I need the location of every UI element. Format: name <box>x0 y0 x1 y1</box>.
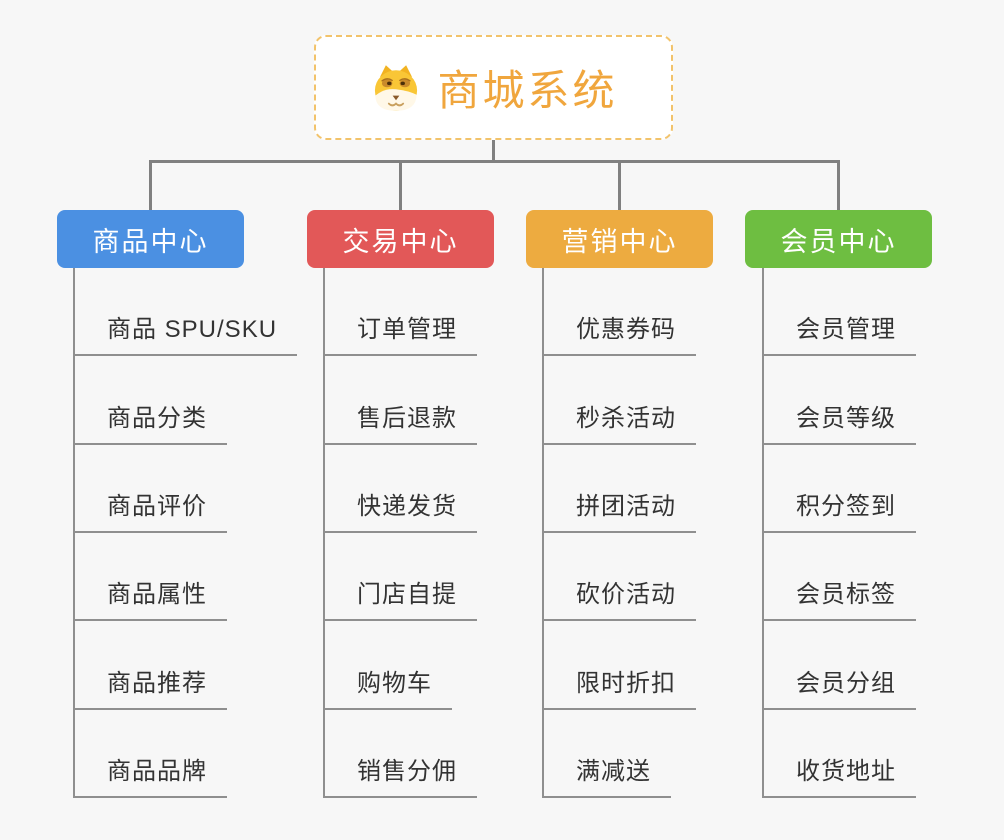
child-node-label[interactable]: 销售分佣 <box>323 751 477 798</box>
child-node-label[interactable]: 收货地址 <box>762 751 916 798</box>
branch-children-product: 商品 SPU/SKU 商品分类 商品评价 商品属性 商品推荐 商品品牌 <box>73 268 298 798</box>
child-node-label[interactable]: 购物车 <box>323 663 452 710</box>
list-item: 拼团活动 <box>542 445 696 533</box>
child-node-label[interactable]: 会员分组 <box>762 663 916 710</box>
child-node-label[interactable]: 商品分类 <box>73 398 227 445</box>
child-node-label[interactable]: 限时折扣 <box>542 663 696 710</box>
connector-horizontal <box>149 160 840 163</box>
child-node-label[interactable]: 商品 SPU/SKU <box>73 309 298 357</box>
branch-node-marketing-center[interactable]: 营销中心 <box>526 210 713 268</box>
list-item: 售后退款 <box>323 356 477 445</box>
child-node-label[interactable]: 售后退款 <box>323 398 477 445</box>
child-node-label[interactable]: 商品属性 <box>73 574 227 622</box>
list-item: 商品分类 <box>73 356 297 445</box>
child-node-label[interactable]: 商品推荐 <box>73 663 227 710</box>
child-node-label[interactable]: 优惠券码 <box>542 309 696 357</box>
branch-children-marketing: 优惠券码 秒杀活动 拼团活动 砍价活动 限时折扣 满减送 <box>542 268 696 798</box>
list-item: 优惠券码 <box>542 268 696 357</box>
child-node-label[interactable]: 满减送 <box>542 751 671 798</box>
connector-drop-product <box>149 160 152 212</box>
list-item: 商品品牌 <box>73 710 297 798</box>
child-node-label[interactable]: 砍价活动 <box>542 574 696 622</box>
connector-root-drop <box>492 139 495 163</box>
root-node[interactable]: 商城系统 <box>314 35 673 140</box>
shiba-dog-icon <box>369 63 423 113</box>
list-item: 订单管理 <box>323 268 477 357</box>
list-item: 商品属性 <box>73 533 297 622</box>
connector-drop-marketing <box>618 160 621 212</box>
list-item: 限时折扣 <box>542 621 696 710</box>
branch-label: 交易中心 <box>342 226 459 257</box>
list-item: 商品推荐 <box>73 621 297 710</box>
list-item: 会员管理 <box>762 268 916 357</box>
list-item: 购物车 <box>323 621 477 710</box>
child-node-label[interactable]: 秒杀活动 <box>542 398 696 445</box>
child-node-label[interactable]: 订单管理 <box>323 309 477 357</box>
branch-node-trade-center[interactable]: 交易中心 <box>307 210 494 268</box>
branch-node-member-center[interactable]: 会员中心 <box>745 210 932 268</box>
list-item: 销售分佣 <box>323 710 477 798</box>
list-item: 满减送 <box>542 710 696 798</box>
branch-label: 营销中心 <box>561 226 678 257</box>
child-node-label[interactable]: 会员等级 <box>762 398 916 445</box>
child-node-label[interactable]: 商品评价 <box>73 486 227 533</box>
branch-children-member: 会员管理 会员等级 积分签到 会员标签 会员分组 收货地址 <box>762 268 916 798</box>
list-item: 门店自提 <box>323 533 477 622</box>
list-item: 积分签到 <box>762 445 916 533</box>
child-node-label[interactable]: 门店自提 <box>323 574 477 622</box>
branch-label: 会员中心 <box>780 226 897 257</box>
list-item: 会员分组 <box>762 621 916 710</box>
list-item: 会员标签 <box>762 533 916 622</box>
list-item: 收货地址 <box>762 710 916 798</box>
branch-children-trade: 订单管理 售后退款 快递发货 门店自提 购物车 销售分佣 <box>323 268 477 798</box>
child-node-label[interactable]: 会员标签 <box>762 574 916 622</box>
list-item: 快递发货 <box>323 445 477 533</box>
branch-node-product-center[interactable]: 商品中心 <box>57 210 244 268</box>
list-item: 会员等级 <box>762 356 916 445</box>
child-node-label[interactable]: 积分签到 <box>762 486 916 533</box>
child-node-label[interactable]: 快递发货 <box>323 486 477 533</box>
root-title: 商城系统 <box>437 67 618 114</box>
connector-drop-trade <box>399 160 402 212</box>
connector-drop-member <box>837 160 840 212</box>
child-node-label[interactable]: 商品品牌 <box>73 751 227 798</box>
branch-label: 商品中心 <box>92 226 209 257</box>
list-item: 秒杀活动 <box>542 356 696 445</box>
list-item: 砍价活动 <box>542 533 696 622</box>
child-node-label[interactable]: 拼团活动 <box>542 486 696 533</box>
child-node-label[interactable]: 会员管理 <box>762 309 916 357</box>
list-item: 商品评价 <box>73 445 297 533</box>
list-item: 商品 SPU/SKU <box>73 268 298 357</box>
